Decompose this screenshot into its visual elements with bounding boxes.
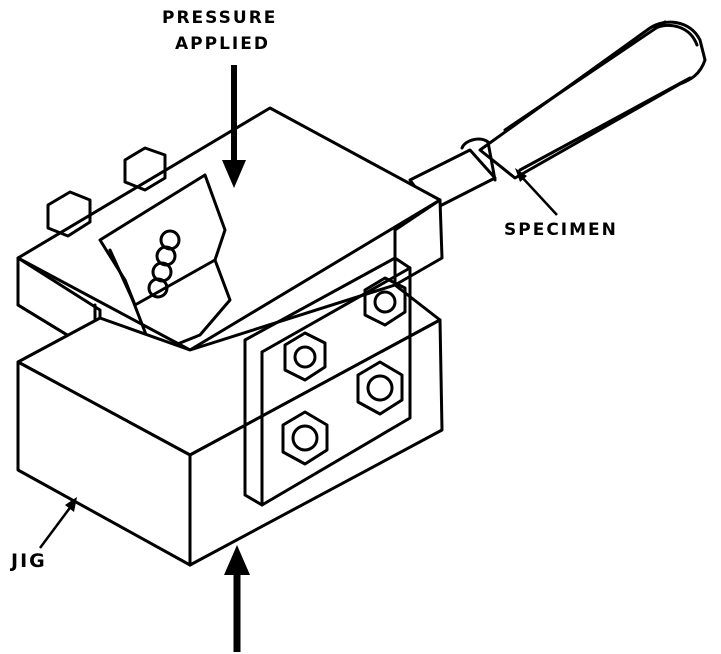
hex-bolt-icon bbox=[46, 146, 167, 238]
specimen-leader bbox=[515, 168, 558, 216]
specimen-rod bbox=[408, 20, 707, 212]
hex-bolt-icon bbox=[283, 331, 327, 382]
specimen-label: SPECIMEN bbox=[504, 220, 618, 240]
jig-label: JIG bbox=[11, 550, 47, 572]
clamp-plate bbox=[243, 256, 412, 507]
hex-bolt-icon bbox=[356, 360, 404, 416]
weld-bead bbox=[147, 229, 181, 299]
hex-bolt-icon bbox=[281, 410, 329, 466]
pressure-arrow-icon bbox=[222, 65, 246, 188]
jig-leader bbox=[38, 497, 77, 549]
pressure-applied-label-line2: APPLIED bbox=[175, 34, 270, 54]
hex-bolt-icon bbox=[363, 276, 407, 327]
reaction-arrow-icon bbox=[224, 545, 250, 652]
pressure-applied-label-line1: PRESSURE bbox=[162, 8, 278, 28]
upper-block bbox=[16, 106, 444, 357]
